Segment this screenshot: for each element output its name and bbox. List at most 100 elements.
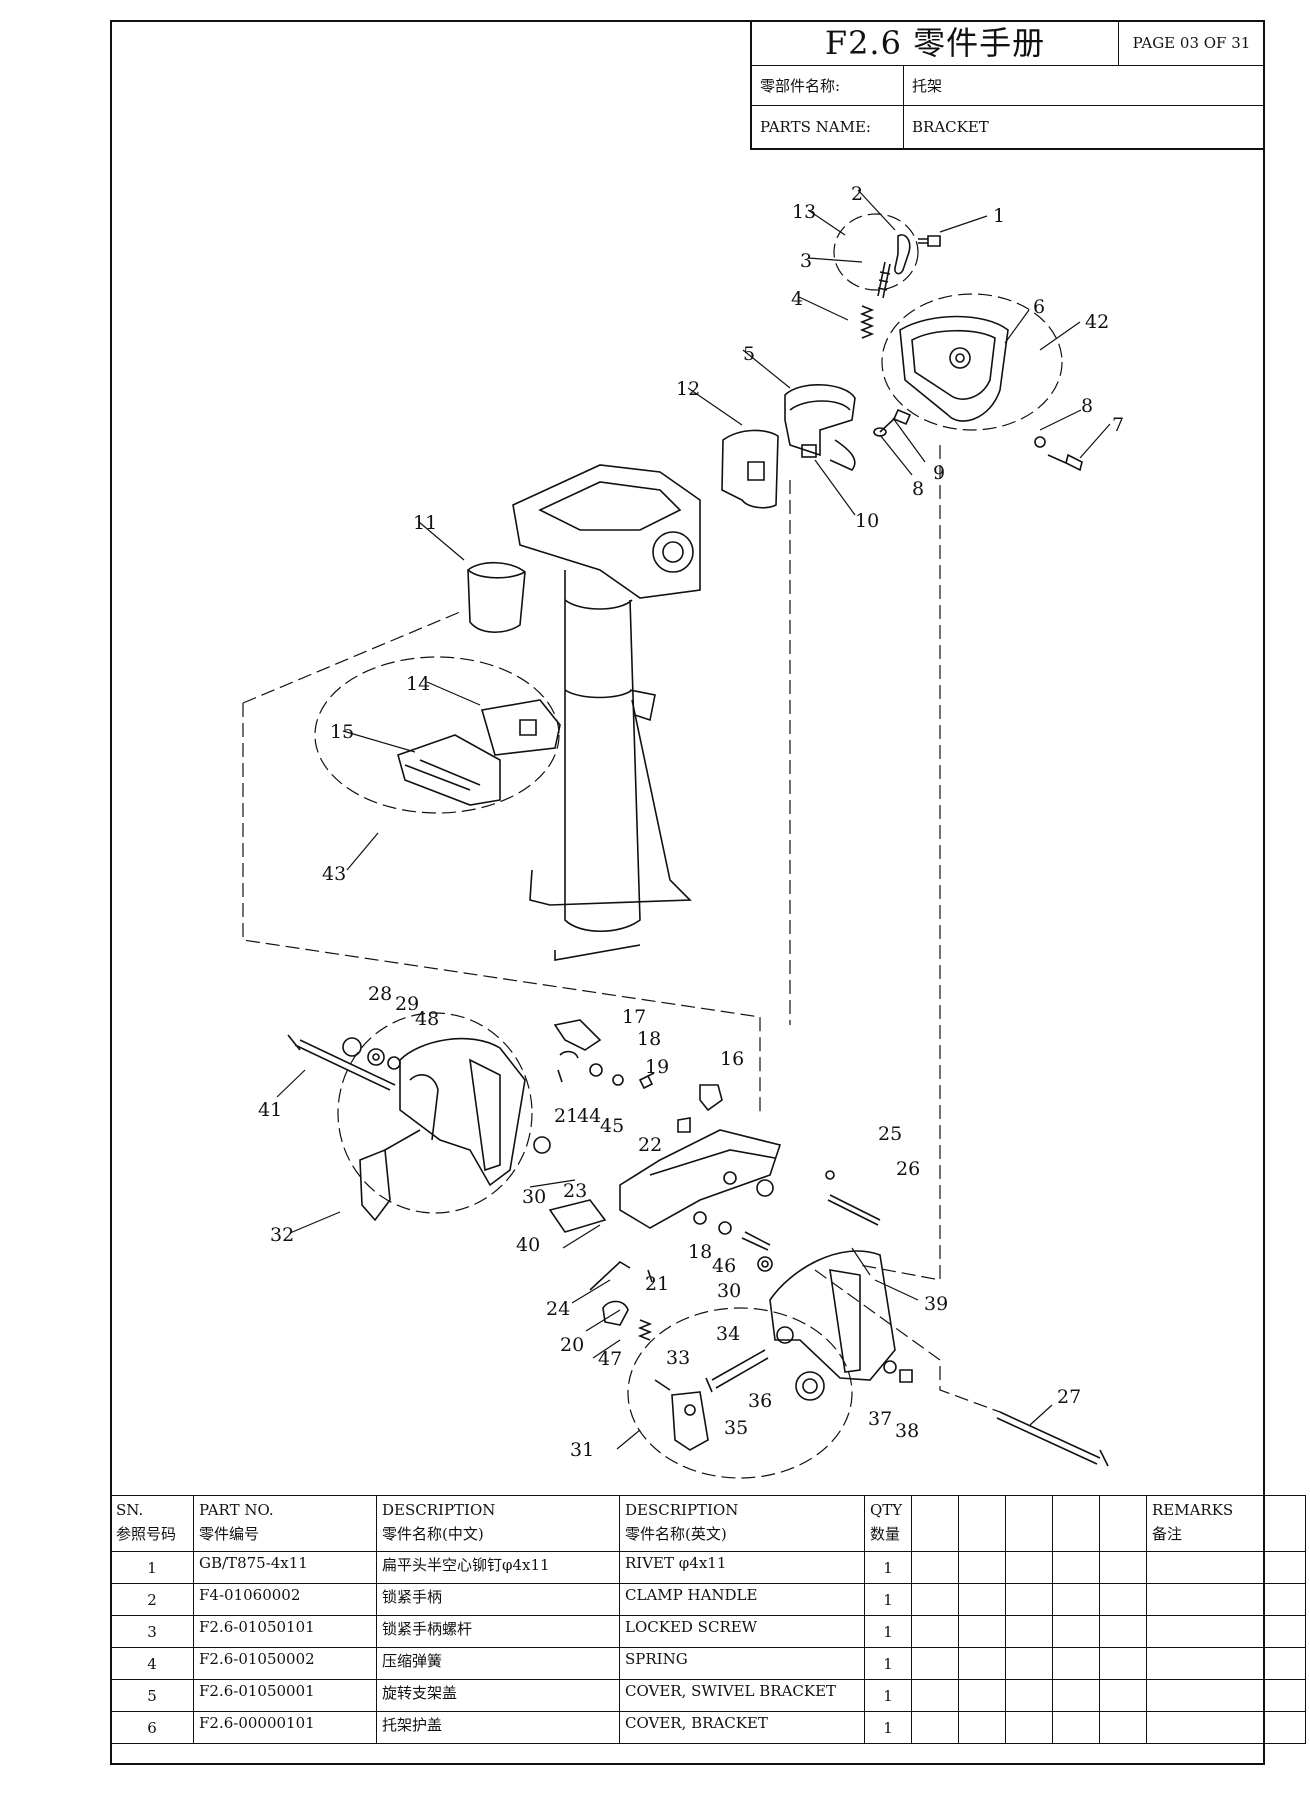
callout-17: 17: [622, 1006, 646, 1028]
row-remarks: [1146, 1647, 1306, 1680]
row-desc-en: CLAMP HANDLE: [619, 1583, 865, 1616]
callout-5: 5: [743, 343, 755, 365]
parts-name-value-cn: 托架: [912, 77, 943, 95]
row-desc-cn: 旋转支架盖: [376, 1679, 620, 1712]
table-row: 4 F2.6-01050002 压缩弹簧 SPRING 1: [110, 1647, 1306, 1680]
callout-22: 22: [638, 1134, 662, 1156]
callout-21b: 21: [645, 1273, 669, 1295]
callout-18a: 18: [637, 1028, 661, 1050]
row-part-no: F4-01060002: [193, 1583, 377, 1616]
row-desc-en: LOCKED SCREW: [619, 1615, 865, 1648]
callout-36: 36: [748, 1390, 772, 1412]
callout-11: 11: [413, 512, 437, 534]
row-desc-cn: 压缩弹簧: [376, 1647, 620, 1680]
row-remarks: [1146, 1551, 1306, 1584]
title-block: F2.6 零件手册 PAGE 03 OF 31 零部件名称: 托架 PARTS …: [750, 20, 1265, 150]
callout-40: 40: [516, 1234, 540, 1256]
callout-37: 37: [868, 1408, 892, 1430]
callout-30a: 30: [522, 1186, 546, 1208]
row-remarks: [1146, 1615, 1306, 1648]
callout-10: 10: [855, 510, 879, 532]
callout-48: 48: [415, 1008, 439, 1030]
row-desc-en: COVER, BRACKET: [619, 1711, 865, 1744]
callout-8a: 8: [1081, 395, 1093, 417]
row-qty: 1: [864, 1615, 912, 1648]
callout-20: 20: [560, 1334, 584, 1356]
row-sn: 3: [110, 1615, 194, 1648]
row-desc-en: SPRING: [619, 1647, 865, 1680]
callout-38: 38: [895, 1420, 919, 1442]
header-blank: [1099, 1495, 1147, 1552]
callout-39: 39: [924, 1293, 948, 1315]
table-row: 2 F4-01060002 锁紧手柄 CLAMP HANDLE 1: [110, 1583, 1306, 1616]
callout-19: 19: [645, 1056, 669, 1078]
header-blank: [1052, 1495, 1100, 1552]
callout-6: 6: [1033, 296, 1045, 318]
row-part-no: F2.6-01050101: [193, 1615, 377, 1648]
callout-46: 46: [712, 1255, 736, 1277]
row-remarks: [1146, 1711, 1306, 1744]
callout-26: 26: [896, 1158, 920, 1180]
callout-15: 15: [330, 721, 354, 743]
parts-name-label-en: PARTS NAME:: [752, 106, 904, 148]
callout-35: 35: [724, 1417, 748, 1439]
row-desc-en: COVER, SWIVEL BRACKET: [619, 1679, 865, 1712]
table-row: 1 GB/T875-4x11 扁平头半空心铆钉φ4x11 RIVET φ4x11…: [110, 1551, 1306, 1584]
row-qty: 1: [864, 1583, 912, 1616]
callout-21a: 21: [554, 1105, 578, 1127]
row-sn: 2: [110, 1583, 194, 1616]
callout-47: 47: [598, 1348, 622, 1370]
header-sn: SN.参照号码: [110, 1495, 194, 1552]
row-part-no: F2.6-01050001: [193, 1679, 377, 1712]
callout-29: 29: [395, 993, 419, 1015]
callout-31: 31: [570, 1439, 594, 1461]
callout-43: 43: [322, 863, 346, 885]
callout-30b: 30: [717, 1280, 741, 1302]
callout-3: 3: [800, 250, 812, 272]
exploded-view-drawing: 1 2 3 4 5 6 7 8 8 9 10 11 12 13 14 15 16…: [242, 183, 1124, 1479]
page-number: PAGE 03 OF 31: [1132, 34, 1251, 52]
callout-44: 44: [577, 1105, 601, 1127]
row-sn: 6: [110, 1711, 194, 1744]
row-qty: 1: [864, 1679, 912, 1712]
table-row: 6 F2.6-00000101 托架护盖 COVER, BRACKET 1: [110, 1711, 1306, 1744]
callout-18b: 18: [688, 1241, 712, 1263]
callout-42: 42: [1085, 311, 1109, 333]
callout-8b: 8: [912, 478, 924, 500]
row-desc-cn: 锁紧手柄: [376, 1583, 620, 1616]
row-desc-cn: 锁紧手柄螺杆: [376, 1615, 620, 1648]
row-part-no: F2.6-01050002: [193, 1647, 377, 1680]
row-desc-en: RIVET φ4x11: [619, 1551, 865, 1584]
callout-34: 34: [716, 1323, 740, 1345]
parts-name-label-cn: 零部件名称:: [752, 66, 904, 105]
callout-23: 23: [563, 1180, 587, 1202]
callout-4: 4: [791, 288, 803, 310]
callout-7: 7: [1112, 414, 1124, 436]
row-remarks: [1146, 1679, 1306, 1712]
row-remarks: [1146, 1583, 1306, 1616]
callout-41: 41: [258, 1099, 282, 1121]
callout-24: 24: [546, 1298, 570, 1320]
callout-25: 25: [878, 1123, 902, 1145]
callout-16: 16: [720, 1048, 744, 1070]
row-sn: 4: [110, 1647, 194, 1680]
callout-28: 28: [368, 983, 392, 1005]
callout-13: 13: [792, 201, 816, 223]
callout-12: 12: [676, 378, 700, 400]
callout-27: 27: [1057, 1386, 1081, 1408]
row-sn: 1: [110, 1551, 194, 1584]
row-sn: 5: [110, 1679, 194, 1712]
header-blank: [1005, 1495, 1053, 1552]
row-qty: 1: [864, 1551, 912, 1584]
row-desc-cn: 扁平头半空心铆钉φ4x11: [376, 1551, 620, 1584]
row-part-no: F2.6-00000101: [193, 1711, 377, 1744]
header-blank: [958, 1495, 1006, 1552]
callout-1: 1: [993, 205, 1005, 227]
table-row: 3 F2.6-01050101 锁紧手柄螺杆 LOCKED SCREW 1: [110, 1615, 1306, 1648]
